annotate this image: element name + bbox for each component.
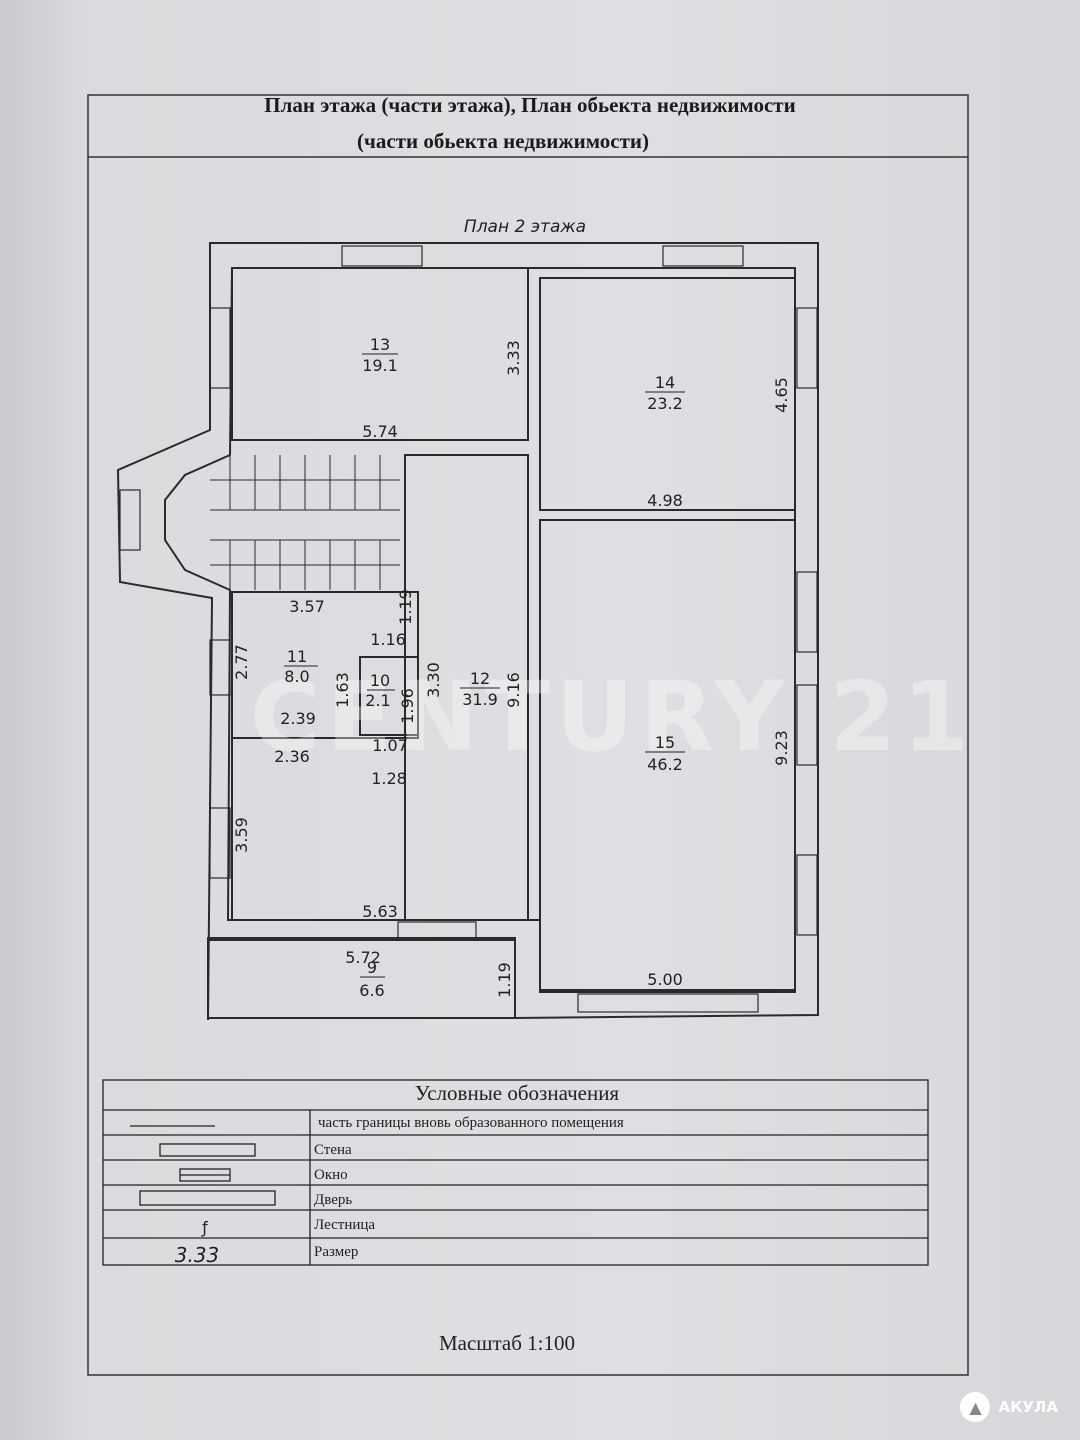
room-area: 19.1 xyxy=(362,356,398,375)
dimension: 2.36 xyxy=(274,747,310,766)
stairs-symbol-icon: ƒ xyxy=(200,1218,208,1237)
room-15 xyxy=(539,519,796,991)
windows xyxy=(119,245,818,1013)
legend-title: Условные обозначения xyxy=(415,1081,620,1105)
dimension: 3.59 xyxy=(232,817,251,853)
dimension: 1.16 xyxy=(370,630,406,649)
room-12-part xyxy=(231,737,406,921)
title-line-1: План этажа (части этажа), План обьекта н… xyxy=(264,93,795,117)
outer-wall xyxy=(116,242,819,1021)
legend-label: Окно xyxy=(314,1167,348,1183)
room-9 xyxy=(207,939,516,1019)
room-number: 11 xyxy=(287,647,307,666)
dimension: 9.23 xyxy=(772,730,791,766)
room-area: 8.0 xyxy=(284,667,309,686)
dimension: 1.19 xyxy=(495,962,514,998)
room-10 xyxy=(359,656,419,736)
dimension: 2.39 xyxy=(280,709,316,728)
dimension: 1.19 xyxy=(396,589,415,625)
room-12-corridor xyxy=(404,454,529,921)
dimension-symbol: 3.33 xyxy=(175,1243,220,1267)
plan-title: План 2 этажа xyxy=(464,217,586,237)
page-frame xyxy=(87,94,969,1376)
room-labels: 13 19.1 14 23.2 12 31.9 11 8.0 10 2.1 15… xyxy=(284,335,685,1000)
legend-table xyxy=(102,1079,929,1266)
dimension: 5.72 xyxy=(345,948,381,967)
room-13 xyxy=(231,267,529,441)
legend-label: Стена xyxy=(314,1142,352,1158)
brand-logo: ▲ АКУЛА xyxy=(960,1392,1058,1422)
dimension: 5.74 xyxy=(362,422,398,441)
dimension: 1.07 xyxy=(372,736,408,755)
dimension: 5.63 xyxy=(362,902,398,921)
legend-label: часть границы вновь образованного помеще… xyxy=(318,1115,624,1131)
dimension: 9.16 xyxy=(504,672,523,708)
floor-plan: CENTURY 21 13 19.1 14 23.2 12 31.9 11 8.… xyxy=(116,242,975,1021)
title-line-2: (части обьекта недвижимости) xyxy=(357,129,649,153)
dimension: 3.33 xyxy=(504,340,523,376)
dimension: 4.65 xyxy=(772,377,791,413)
room-area: 23.2 xyxy=(647,394,683,413)
stairs xyxy=(210,455,400,590)
room-number: 13 xyxy=(370,335,390,354)
room-area: 31.9 xyxy=(462,690,498,709)
shark-icon: ▲ xyxy=(960,1392,991,1422)
room-number: 14 xyxy=(655,373,675,392)
room-area: 46.2 xyxy=(647,755,683,774)
inner-wall xyxy=(164,267,796,993)
room-area: 2.1 xyxy=(365,691,390,710)
dimension: 1.28 xyxy=(371,769,407,788)
room-number: 9 xyxy=(367,958,377,977)
dimension: 1.96 xyxy=(398,688,417,724)
dimension: 3.57 xyxy=(289,597,325,616)
dimension: 2.77 xyxy=(232,644,251,680)
legend-label: Размер xyxy=(314,1244,358,1260)
dimension: 5.00 xyxy=(647,970,683,989)
dimension: 4.98 xyxy=(647,491,683,510)
legend-label: Дверь xyxy=(314,1192,352,1208)
room-14 xyxy=(539,277,796,511)
room-number: 10 xyxy=(370,671,390,690)
room-number: 15 xyxy=(655,733,675,752)
brand-name: АКУЛА xyxy=(998,1398,1058,1416)
room-number: 12 xyxy=(470,669,490,688)
dimension: 3.30 xyxy=(424,662,443,698)
dimension: 1.63 xyxy=(333,672,352,708)
legend-label: Лестница xyxy=(314,1217,375,1233)
room-area: 6.6 xyxy=(359,981,384,1000)
dimension-labels: 5.74 3.33 4.65 4.98 3.57 1.19 1.16 2.77 … xyxy=(232,340,791,998)
scale-label: Масштаб 1:100 xyxy=(439,1331,575,1355)
watermark: CENTURY 21 xyxy=(250,661,975,773)
